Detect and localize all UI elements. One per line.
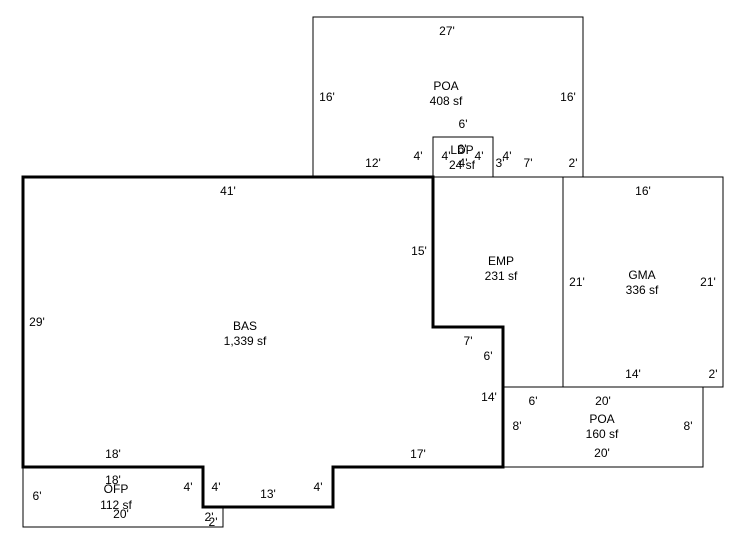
dimension-label: 4' [414, 149, 423, 163]
dimension-label: 6' [459, 117, 468, 131]
dimension-label: 7' [464, 334, 473, 348]
dimension-label: 3' [496, 156, 505, 170]
poa-lower-outline [503, 386, 704, 468]
dimension-label: 4' [314, 480, 323, 494]
dimension-label: 21' [569, 275, 585, 289]
ldp-outline [432, 136, 494, 177]
dimension-label: 20' [594, 446, 610, 460]
dimension-label: 2' [709, 367, 718, 381]
dimension-label: 4' [475, 149, 484, 163]
dimension-label: 2' [205, 510, 214, 524]
poa-lower-area: 160 sf [586, 427, 619, 441]
dimension-label: 14' [625, 367, 641, 381]
dimension-label: 8' [684, 419, 693, 433]
poa-upper-area: 408 sf [430, 94, 463, 108]
ofp-area: 112 sf [100, 498, 132, 512]
dimension-label: 12' [365, 156, 381, 170]
dimension-label: 13' [260, 487, 276, 501]
dimension-label: 6' [484, 349, 493, 363]
dimension-label: 18' [105, 447, 121, 461]
dimension-label: 20' [595, 394, 611, 408]
dimension-label: 2' [209, 515, 218, 529]
gma-area: 336 sf [626, 283, 659, 297]
ofp-outline [22, 467, 224, 528]
dimension-label: 4' [442, 149, 451, 163]
dimension-label: 4' [503, 149, 512, 163]
dimension-label: 15' [411, 244, 427, 258]
dimension-label: 4' [212, 480, 221, 494]
emp-area: 231 sf [485, 269, 518, 283]
poa-upper-code: POA [433, 79, 458, 93]
poa-lower-code: POA [589, 412, 614, 426]
dimension-label: 4' [459, 156, 468, 170]
dimension-label: 8' [513, 419, 522, 433]
dimension-label: 27' [439, 24, 455, 38]
dimension-label: 6' [529, 394, 538, 408]
dimension-label: 6' [458, 142, 467, 156]
dimension-label: 20' [113, 507, 129, 521]
dimension-label: 21' [700, 275, 716, 289]
poa-upper-outline [312, 16, 584, 177]
dimension-label: 18' [105, 473, 121, 487]
bas-code: BAS [233, 319, 257, 333]
ldp-area: 24 sf [449, 158, 476, 172]
dimension-label: 2' [569, 156, 578, 170]
bas-outline [21, 175, 505, 509]
dimension-label: 6' [33, 489, 42, 503]
emp-code: EMP [488, 254, 514, 268]
dimension-label: 16' [319, 90, 335, 104]
dimension-label: 16' [560, 90, 576, 104]
gma-code: GMA [628, 268, 655, 282]
dimension-label: 14' [481, 390, 497, 404]
dimension-label: 17' [410, 447, 426, 461]
dimension-label: 29' [29, 315, 45, 329]
bas-area: 1,339 sf [224, 334, 267, 348]
dimension-label: 41' [220, 184, 236, 198]
dimension-label: 16' [635, 184, 651, 198]
dimension-label: 7' [524, 156, 533, 170]
dimension-label: 4' [184, 480, 193, 494]
ofp-code: OFP [104, 482, 129, 496]
ldp-code: LDP [450, 143, 473, 157]
